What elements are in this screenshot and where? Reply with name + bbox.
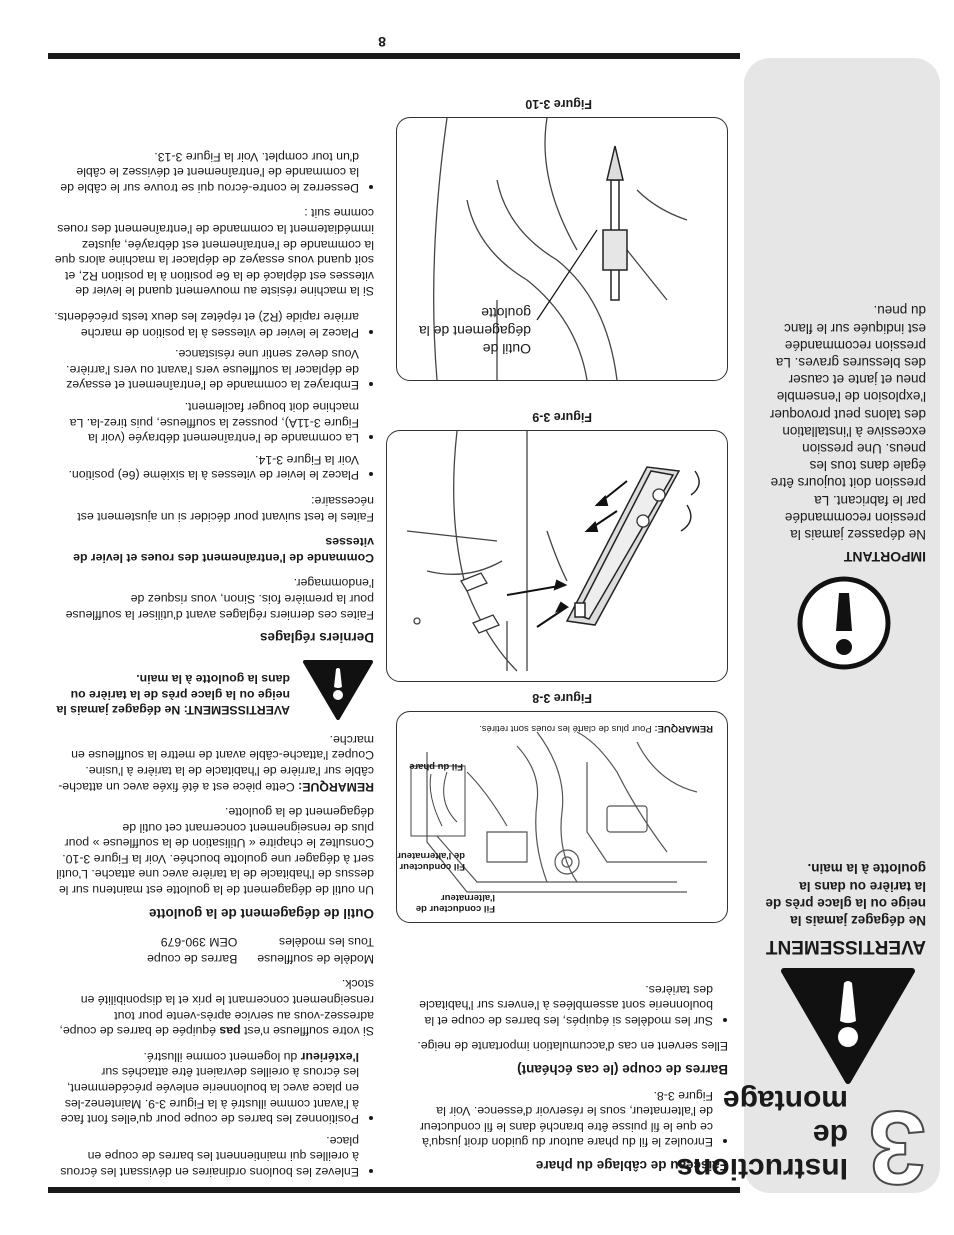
bullet-position-cutters: Positionnez les barres de coupe pour qu'… [52,1048,359,1126]
parts-table: Modèle de souffleuse Barres de coupe Tou… [127,933,374,966]
figure-note-label: REMARQUE: [654,723,713,734]
para-clean-out-tool: Un outil de dégagement de la goulotte es… [56,805,374,898]
bullet-reverse-repeat: Placez le levier de vitesses à la positi… [52,308,359,340]
para-not-equipped: Si votre souffleuse n'est pas équipée de… [52,976,374,1038]
warning-triangle-icon [781,968,915,1084]
column-right: Enlevez les boulons ordinaires en déviss… [52,138,374,1179]
bullet-drift-cutters: Sur les modèles si équipés, les barres d… [408,981,713,1028]
bottom-rule [48,53,740,59]
inline-warning: AVERTISSEMENT: Ne dégagez jamais la neig… [52,659,374,721]
top-rule [48,1187,740,1193]
column-middle: Faisceau de câblage du phare Enroulez le… [408,971,728,1179]
chapter-number: 3 [867,1088,927,1206]
caption-figure-3-10: Figure 3-10 [525,97,592,111]
clean-out-tool-illustration [433,118,688,380]
bullet-position-bold: l'extérieur [300,1049,359,1064]
figure-note-text: Pour plus de clarté les roues sont retir… [479,723,655,734]
table-header-model: Modèle de souffleuse [257,951,374,966]
table-row: Modèle de souffleuse Barres de coupe [127,949,374,966]
table-header-cutters: Barres de coupe [147,951,238,966]
label-alternator-lead-1: Fil conducteur de l'alternateur [415,892,495,914]
bullet-position-text: Positionnez les barres de coupe pour qu'… [60,1065,359,1127]
sidebar: 3 Instructions de montage AVERTISSEMENT … [676,58,940,1206]
bullet-engage-resist: Embrayez la commande de l'entraînement e… [52,346,359,392]
bullet-remove-bolts: Enlevez les boulons ordinaires en déviss… [52,1132,359,1179]
note-zip-tie: REMARQUE: Cette pièce est a été fixée av… [52,731,374,794]
chapter-title: Instructions de montage [676,1084,848,1185]
wiring-diagram [410,731,707,893]
bullet-position-tail: du logement comme illustré. [143,1049,301,1064]
figure-3-10: Outil de dégagement de la goulotte [396,117,728,381]
figure-3-8: Fil conducteur de l'alternateur Fil cond… [396,711,728,923]
label-clean-out-tool: Outil de dégagement de la goulotte [418,305,531,357]
heading-clean-out-tool: Outil de dégagement de la goulotte [148,905,374,921]
heading-drift-cutters: Barres de coupe (le cas échéant) [517,1062,728,1078]
para-drive-test: Faites le test suivant pour décider si u… [77,494,374,524]
bullet-loosen-locknut: Desserrez le contre-écrou qui se trouve … [52,148,359,195]
warning-triangle-small-icon [303,660,373,721]
heading-final-adjustments: Derniers réglages [259,630,374,646]
bullet-shift-sixth: Placez le levier de vitesses à la sixièm… [52,451,359,483]
inline-warning-text: AVERTISSEMENT: Ne dégagez jamais la neig… [56,671,290,718]
bullet-headlight: Enroulez le fil du phare autour du guido… [408,1087,713,1150]
table-cell-part: OEM 390-679 [160,935,238,950]
bullet-disengaged-push: La commande de l'entraînement débrayée (… [52,398,359,445]
para-not-equipped-bold: pas [219,1024,241,1039]
important-text: Ne dépassez jamais la pression recommand… [769,303,926,542]
label-headlight-wire: Fil du phare [409,761,463,772]
figure-3-9 [386,430,728,682]
caption-figure-3-9: Figure 3-9 [532,410,592,424]
warning-heading: AVERTISSEMENT [765,936,926,957]
caption-figure-3-8: Figure 3-8 [532,691,592,705]
warning-text: Ne dégagez jamais la neige ou la glace p… [765,861,926,928]
drift-cutters-text: Elles servent en cas d'accumulation impo… [417,1039,728,1054]
important-info-icon [797,576,891,670]
table-row: Tous les modèles OEM 390-679 [127,933,374,950]
para-final-adjustments: Faites ces derniers réglages avant d'uti… [65,576,374,622]
table-cell-model: Tous les modèles [278,935,374,950]
page-number: 8 [378,34,386,50]
subheading-drive-control: Commande de l'entraînement des roues et … [73,535,374,565]
figure-3-8-note: REMARQUE: Pour plus de clarté les roues … [403,723,713,734]
note-label: REMARQUE: [298,779,374,794]
important-heading: IMPORTANT [843,549,926,565]
drift-cutter-illustration [406,431,700,672]
heading-headlight-harness: Faisceau de câblage du phare [535,1158,728,1173]
para-not-equipped-1: Si votre souffleuse n'est [240,1024,374,1039]
label-alternator-lead-2: Fil conducteur de l'alternateur [397,850,465,872]
para-resistance: Si la machine résiste au mouvement quand… [54,206,374,299]
